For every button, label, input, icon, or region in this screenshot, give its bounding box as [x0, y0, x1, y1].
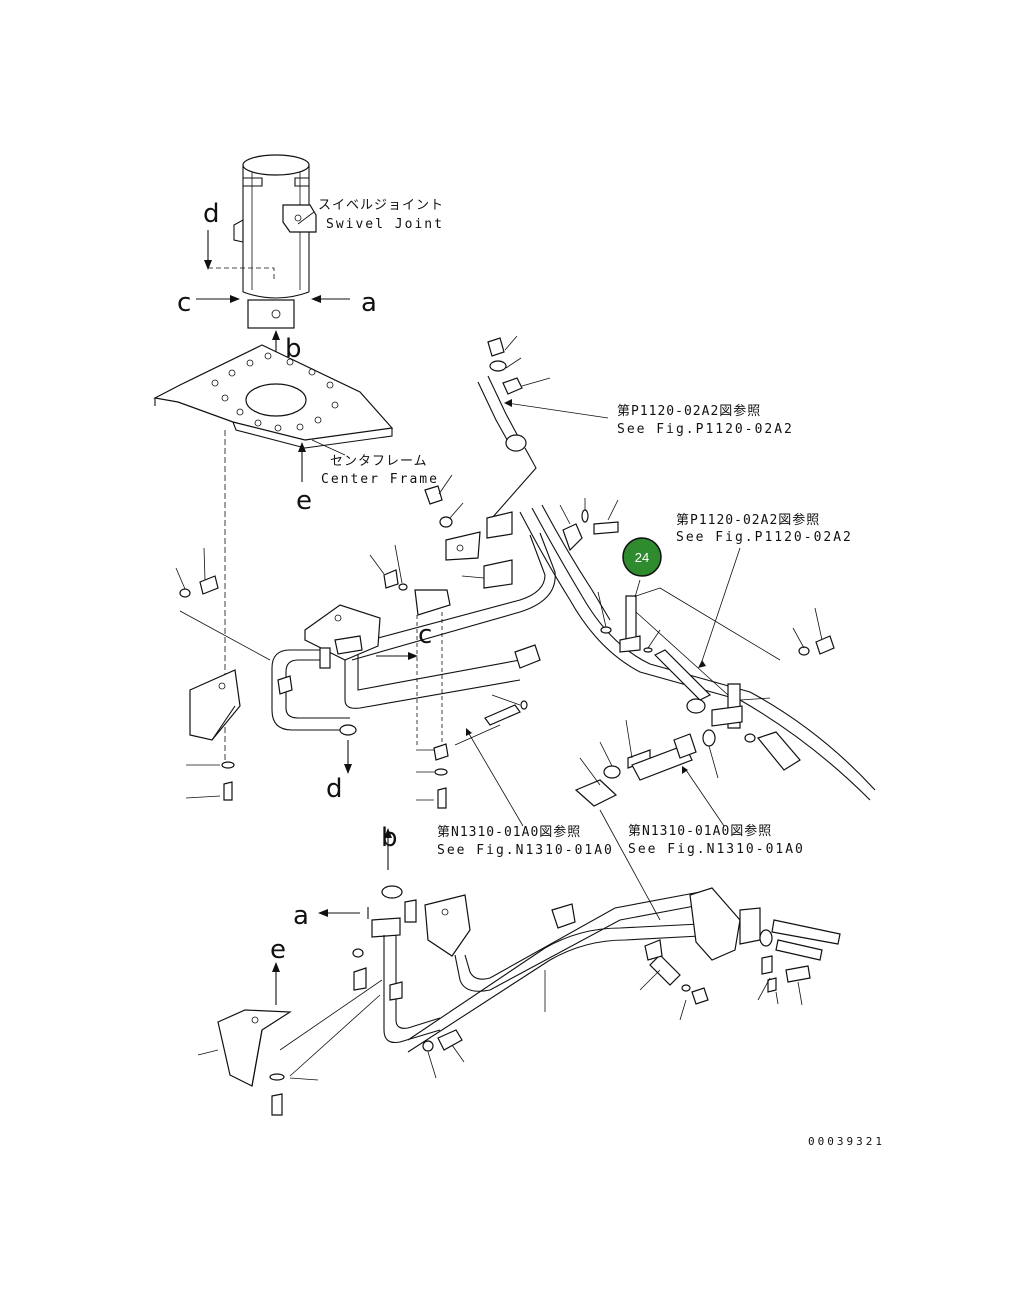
left-bolt-set — [175, 547, 271, 661]
svg-text:センタフレーム: センタフレーム — [330, 454, 428, 469]
lower-assembly — [318, 828, 841, 1053]
center-frame-label: センタフレーム Center Frame — [321, 454, 439, 487]
svg-text:第N1310-01A0図参照: 第N1310-01A0図参照 — [437, 824, 581, 840]
svg-text:See Fig.P1120-02A2: See Fig.P1120-02A2 — [676, 530, 853, 545]
reference-label-right: 第P1120-02A2図参照 See Fig.P1120-02A2 — [676, 512, 853, 545]
port-letter-c-left: c — [177, 288, 191, 318]
middle-small-parts — [369, 544, 528, 827]
port-letter-e-bottom: e — [270, 935, 286, 965]
upper-hose-assembly — [477, 335, 609, 519]
drawing-number: 00039321 — [808, 1135, 885, 1148]
callout-leaders — [297, 211, 741, 668]
bolt-and-washer-cluster — [424, 474, 513, 589]
lower-left-bracket — [197, 948, 465, 1116]
port-letter-d-top: d — [203, 199, 220, 229]
svg-text:Swivel Joint: Swivel Joint — [326, 217, 444, 232]
center-frame-plate — [153, 344, 394, 760]
left-bracket — [185, 669, 293, 801]
port-letter-a-right: a — [361, 288, 377, 318]
svg-text:第P1120-02A2図参照: 第P1120-02A2図参照 — [617, 403, 761, 419]
port-letter-c-mid: c — [418, 620, 432, 650]
middle-pipes — [271, 532, 556, 774]
svg-text:See Fig.P1120-02A2: See Fig.P1120-02A2 — [617, 422, 794, 437]
reference-label-upper: 第P1120-02A2図参照 See Fig.P1120-02A2 — [617, 403, 794, 437]
svg-text:スイベルジョイント: スイベルジョイント — [318, 198, 444, 213]
port-letter-b-bottom: b — [381, 823, 398, 853]
port-letter-b-top: b — [285, 334, 302, 364]
swivel-joint-label: スイベルジョイント Swivel Joint — [318, 198, 444, 232]
port-letter-d-mid: d — [326, 774, 343, 804]
item-number-marker[interactable]: 24 — [622, 537, 662, 577]
reference-label-mid-right: 第N1310-01A0図参照 See Fig.N1310-01A0 — [628, 823, 805, 857]
svg-text:See Fig.N1310-01A0: See Fig.N1310-01A0 — [628, 842, 805, 857]
port-letter-a-bottom: a — [293, 901, 309, 931]
reference-label-mid-left: 第N1310-01A0図参照 See Fig.N1310-01A0 — [437, 824, 614, 858]
right-bracket-assembly — [597, 587, 835, 779]
lower-middle-fittings — [574, 719, 725, 921]
port-letter-labels: d c a b e c d b a e — [177, 199, 432, 965]
marker-label: 24 — [635, 550, 649, 565]
svg-text:第N1310-01A0図参照: 第N1310-01A0図参照 — [628, 823, 772, 839]
svg-text:See Fig.N1310-01A0: See Fig.N1310-01A0 — [437, 843, 614, 858]
swivel-joint-drawing — [233, 154, 317, 329]
marker-circle[interactable] — [622, 537, 662, 577]
svg-text:Center Frame: Center Frame — [321, 472, 439, 487]
svg-text:第P1120-02A2図参照: 第P1120-02A2図参照 — [676, 512, 820, 528]
port-letter-e-top: e — [296, 486, 312, 516]
